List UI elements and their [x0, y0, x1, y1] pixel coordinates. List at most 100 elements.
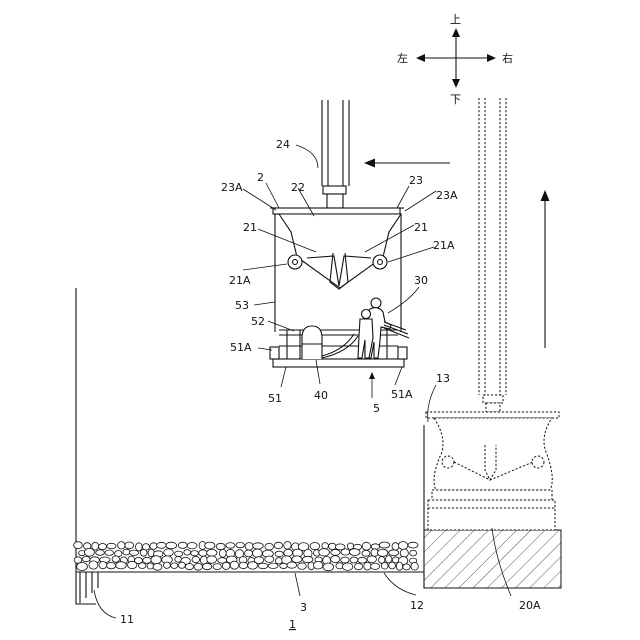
pebble	[164, 562, 171, 568]
pebble	[314, 561, 323, 569]
pebble	[280, 563, 288, 568]
pebble	[411, 563, 418, 571]
pebble	[378, 549, 388, 556]
pebble	[203, 563, 212, 569]
pebble	[358, 557, 367, 563]
pebble	[222, 562, 230, 569]
pebble	[199, 550, 207, 556]
gravel-bed	[74, 541, 419, 570]
pebble	[322, 543, 329, 549]
pebble	[207, 556, 217, 563]
pebble	[341, 557, 349, 563]
pebble	[107, 543, 116, 548]
label-20A: 20A	[519, 599, 541, 612]
direction-up: 上	[450, 13, 461, 26]
pebble	[386, 556, 392, 563]
pebble	[230, 561, 238, 569]
pebble	[178, 542, 187, 548]
pebble	[362, 542, 370, 550]
pebble	[398, 542, 407, 550]
pebble	[410, 550, 417, 556]
pebble	[118, 542, 125, 549]
machine	[270, 100, 409, 367]
arrow-down-icon	[452, 79, 460, 88]
label-22: 22	[291, 181, 305, 194]
pebble	[265, 556, 274, 562]
pebble	[219, 549, 226, 557]
label-11: 11	[120, 613, 134, 626]
pebble	[298, 563, 307, 570]
pebble	[82, 557, 90, 562]
pebble	[157, 542, 166, 548]
pebble	[248, 562, 258, 569]
label-51A-right: 51A	[391, 388, 413, 401]
pebble	[389, 550, 399, 556]
pebble	[292, 556, 302, 563]
pebble	[175, 551, 183, 556]
label-30: 30	[414, 274, 428, 287]
label-51A-left: 51A	[230, 341, 252, 354]
pebble	[143, 557, 152, 563]
figure-number: 1	[289, 618, 296, 631]
label-21-left: 21	[243, 221, 257, 234]
pebble	[236, 542, 244, 547]
pebble	[331, 550, 340, 556]
pebble	[194, 563, 202, 570]
pebble	[239, 562, 248, 569]
pebble	[379, 542, 389, 548]
pebble	[371, 563, 380, 569]
label-13: 13	[436, 372, 450, 385]
pebble	[355, 563, 363, 569]
pebble	[310, 543, 320, 550]
label-5: 5	[373, 402, 380, 415]
arrow-up-icon	[452, 28, 460, 37]
pebble	[216, 543, 225, 549]
pebble	[331, 556, 340, 563]
pebble	[408, 542, 418, 548]
pebble	[128, 561, 137, 568]
pebble	[274, 542, 282, 549]
pebble	[268, 563, 278, 568]
pebble	[213, 564, 221, 570]
pebble	[350, 557, 358, 563]
pebble	[323, 563, 334, 571]
arrow-left-icon	[364, 159, 375, 168]
pebble	[116, 562, 127, 569]
label-21A-left: 21A	[229, 274, 251, 287]
label-51: 51	[268, 392, 282, 405]
label-40: 40	[314, 389, 328, 402]
label-2: 2	[257, 171, 264, 184]
label-3: 3	[300, 601, 307, 614]
pebble	[205, 542, 215, 549]
label-23: 23	[409, 174, 423, 187]
label-52: 52	[251, 315, 265, 328]
pebble	[349, 549, 360, 556]
arrow-left-icon	[416, 54, 425, 62]
pebble	[77, 563, 88, 571]
pebble	[107, 562, 116, 568]
pebble	[396, 562, 402, 570]
pebble	[347, 543, 353, 549]
pebble	[151, 556, 161, 564]
pebble	[329, 543, 336, 549]
pebble	[192, 556, 200, 562]
label-53: 53	[235, 299, 249, 312]
pebble	[392, 543, 399, 550]
pebble	[105, 550, 114, 555]
pebble	[253, 543, 264, 549]
label-21A-right: 21A	[433, 239, 455, 252]
pebble	[362, 550, 370, 556]
pebble	[341, 549, 350, 555]
pebble	[74, 542, 83, 549]
pebble	[342, 563, 352, 570]
pebble	[253, 549, 263, 557]
pebble	[84, 548, 94, 556]
pebble	[226, 543, 235, 549]
pebble	[112, 556, 119, 562]
hatched-ground	[424, 530, 561, 588]
pebble	[381, 563, 388, 570]
pebble	[125, 542, 134, 549]
pebble	[184, 550, 191, 555]
pebble	[265, 543, 274, 550]
spreader-plate	[273, 208, 400, 214]
